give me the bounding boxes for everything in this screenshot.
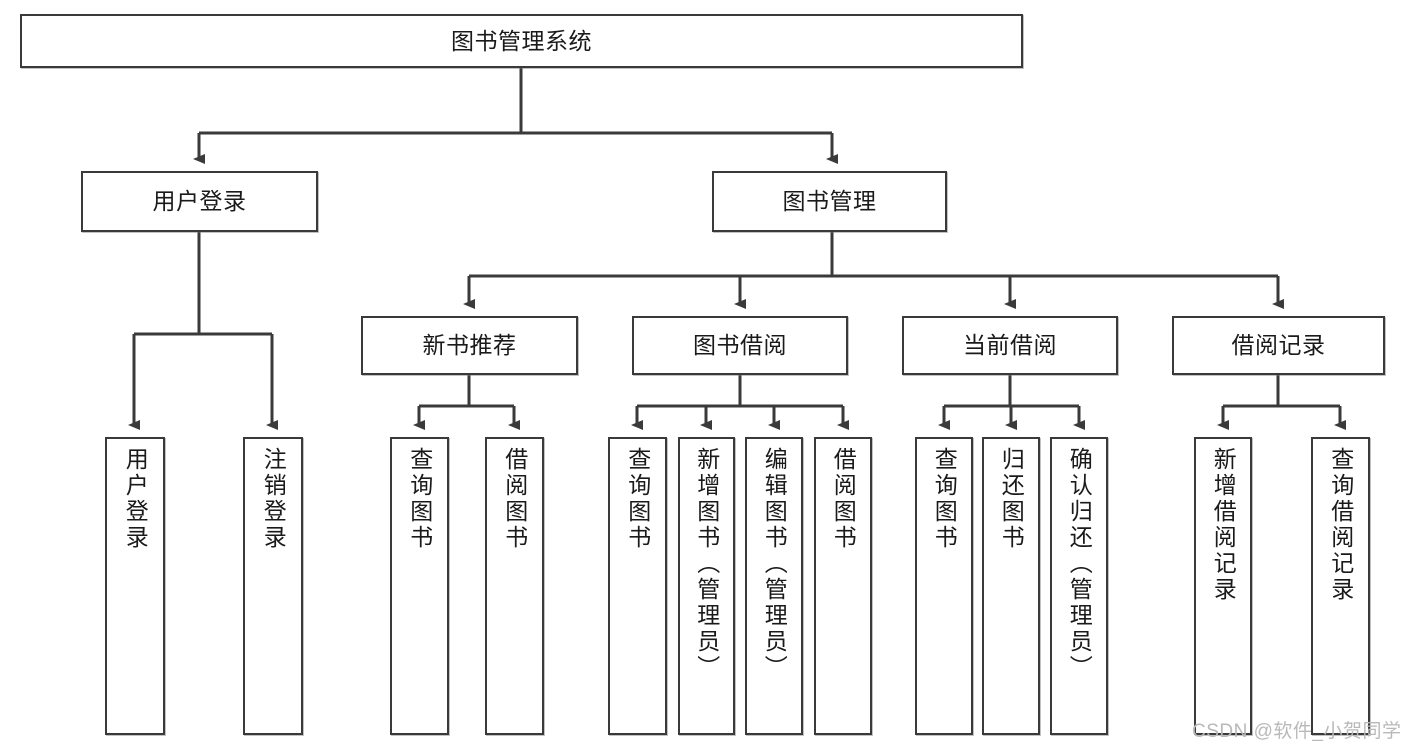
node-borrow-record-label: 借阅记录 — [1231, 332, 1326, 359]
leaf-node-label: 注销登录 — [260, 447, 287, 551]
node-book-borrow-label: 图书借阅 — [693, 332, 787, 359]
leaf-node[interactable]: 确认归还（管理员） — [1050, 437, 1108, 735]
leaf-node-label: 查询图书 — [406, 447, 433, 551]
leaf-node-label: 查询图书 — [624, 447, 651, 551]
leaf-node[interactable]: 注销登录 — [243, 437, 303, 735]
leaf-node-label: 用户登录 — [122, 447, 149, 551]
node-user-login[interactable]: 用户登录 — [81, 171, 318, 232]
leaf-node-label: 归还图书 — [998, 447, 1025, 551]
leaf-node[interactable]: 归还图书 — [982, 437, 1040, 735]
leaf-node-label: 新增借阅记录 — [1210, 447, 1237, 603]
leaf-node[interactable]: 借阅图书 — [814, 437, 872, 735]
leaf-node[interactable]: 查询图书 — [915, 437, 973, 735]
leaf-node-label: 确认归还（管理员） — [1066, 447, 1093, 681]
node-current-borrow[interactable]: 当前借阅 — [902, 316, 1118, 375]
leaf-node[interactable]: 查询借阅记录 — [1311, 437, 1370, 735]
node-book-borrow[interactable]: 图书借阅 — [632, 316, 848, 375]
node-root-label: 图书管理系统 — [451, 27, 592, 54]
node-book-management[interactable]: 图书管理 — [712, 171, 947, 232]
node-root[interactable]: 图书管理系统 — [20, 14, 1023, 68]
node-borrow-record[interactable]: 借阅记录 — [1172, 316, 1385, 375]
leaf-node[interactable]: 查询图书 — [390, 437, 449, 735]
leaf-node[interactable]: 新增借阅记录 — [1194, 437, 1252, 735]
leaf-node-label: 借阅图书 — [830, 447, 857, 551]
node-new-book-recommend-label: 新书推荐 — [422, 332, 517, 359]
leaf-node[interactable]: 用户登录 — [105, 437, 165, 735]
node-new-book-recommend[interactable]: 新书推荐 — [361, 316, 578, 375]
leaf-node-label: 新增图书（管理员） — [693, 447, 720, 681]
csdn-watermark: CSDN @软件_小贺同学 — [1192, 721, 1402, 742]
leaf-node[interactable]: 编辑图书（管理员） — [745, 437, 803, 735]
leaf-node[interactable]: 查询图书 — [608, 437, 667, 735]
leaf-node[interactable]: 借阅图书 — [485, 437, 544, 735]
leaf-node-label: 编辑图书（管理员） — [761, 447, 788, 681]
node-book-management-label: 图书管理 — [782, 188, 877, 215]
leaf-node[interactable]: 新增图书（管理员） — [678, 437, 735, 735]
leaf-node-label: 查询借阅记录 — [1327, 447, 1354, 603]
node-user-login-label: 用户登录 — [152, 188, 247, 215]
leaf-node-label: 借阅图书 — [501, 447, 528, 551]
leaf-node-label: 查询图书 — [931, 447, 958, 551]
node-current-borrow-label: 当前借阅 — [963, 332, 1057, 359]
